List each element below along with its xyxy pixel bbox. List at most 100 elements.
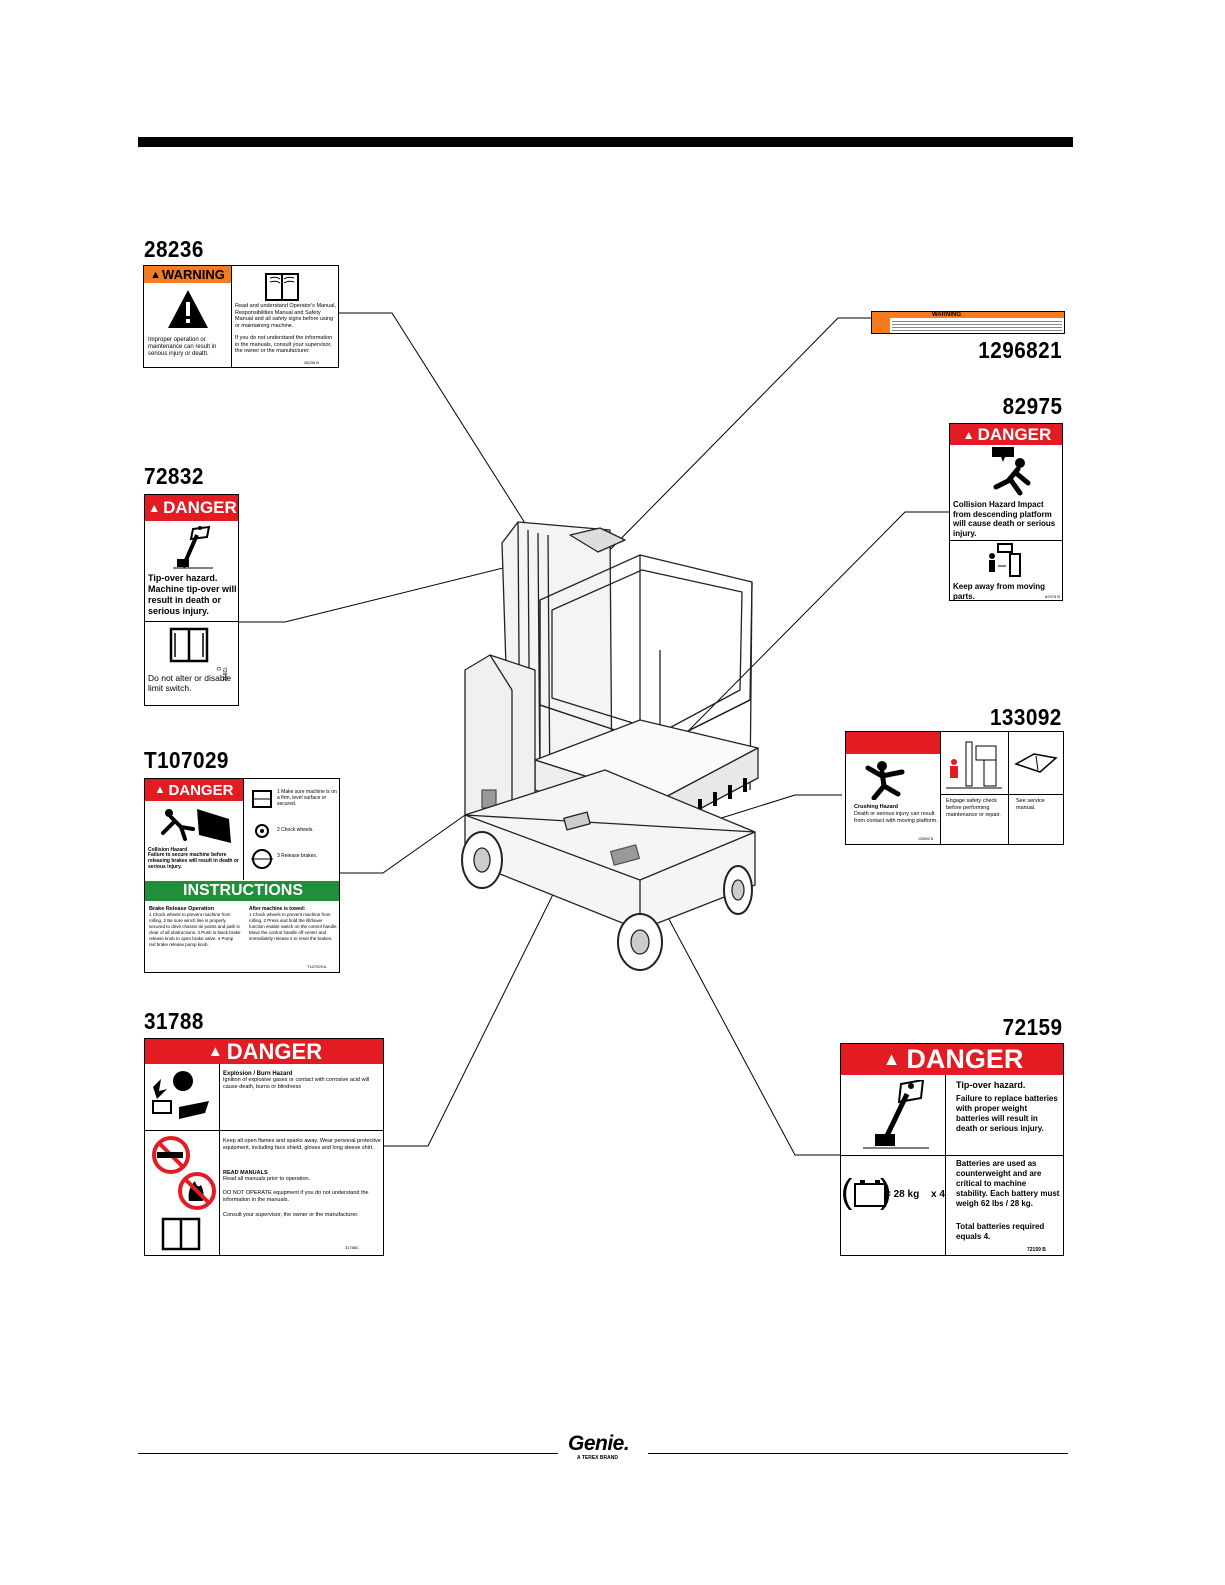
decal-72832: ▲DANGER Tip-over hazard. Machine tip-ove…: [144, 494, 239, 706]
leader-72832: [238, 564, 516, 623]
leader-31788: [383, 829, 586, 1147]
part-number-82975: 82975: [1002, 393, 1062, 419]
decal-text: Engage safety check before performing ma…: [946, 798, 1001, 818]
decal-82975: ▲DANGER Collision Hazard Impact from des…: [949, 423, 1063, 601]
warning-triangle-icon: ▲: [148, 501, 161, 515]
warning-triangle-icon: ▲: [150, 268, 162, 281]
crushing-icon: [865, 761, 905, 800]
book-icon: [265, 273, 299, 301]
decal-text: Collision Hazard Impact from descending …: [953, 500, 1056, 538]
leader-T107029: [340, 807, 476, 874]
step-1: 1 Make sure machine is on a firm, level …: [277, 789, 337, 807]
no-smoking-icon: [152, 1136, 190, 1174]
decal-text: Failure to secure machine before releasi…: [148, 852, 239, 870]
decal-title: Brake Release Operation: [149, 906, 215, 912]
battery-weight: = 28 kg: [885, 1189, 920, 1200]
decal-text: Keep all open flames and sparks away. We…: [223, 1138, 381, 1151]
collision-icon: [161, 809, 231, 843]
moving-parts-icon: [989, 543, 1021, 577]
decal-code: 72159 B: [1027, 1247, 1046, 1253]
part-number-28236: 28236: [144, 236, 204, 262]
battery-bracket: (: [841, 1173, 853, 1211]
decal-text: Batteries are used as counterweight and …: [956, 1159, 1060, 1208]
part-number-72832: 72832: [144, 463, 204, 489]
decal-title: Explosion / Burn Hazard: [223, 1071, 293, 1077]
decal-72159: ▲DANGER Tip-over hazard. Failure to repl…: [840, 1043, 1064, 1256]
part-number-31788: 31788: [144, 1008, 204, 1034]
decal-code: 31788C: [345, 1245, 360, 1250]
footer-rule-left: [138, 1453, 558, 1454]
decal-text: See service manual.: [1016, 798, 1045, 811]
warning-triangle-icon: ▲: [207, 1043, 223, 1060]
step-2: 2 Chock wheels.: [277, 827, 314, 833]
warning-header: WARNING: [932, 312, 961, 318]
decal-28236: ▲WARNING Improper operation or maintenan…: [143, 265, 339, 368]
footer-rule-right: [648, 1453, 1068, 1454]
decal-text: Tip-over hazard. Machine tip-over will r…: [148, 573, 237, 616]
leader-28236: [339, 312, 581, 611]
terex-tagline: A TEREX BRAND: [577, 1455, 618, 1461]
decal-133092: Crushing Hazard Death or serious injury …: [845, 731, 1064, 845]
warning-triangle-icon: ▲: [962, 427, 975, 442]
decal-text: Keep away from moving parts.: [953, 582, 1046, 601]
decal-code: 72832 D: [215, 667, 227, 681]
safety-check-icon: [946, 741, 1002, 789]
warning-triangle-icon: [168, 290, 208, 328]
decal-text: Total batteries required equals 4.: [956, 1222, 1045, 1241]
brake-release-icons: [251, 790, 273, 869]
decal-text: Ignition of explosive gases or contact w…: [223, 1077, 370, 1090]
decal-code: 28236 B: [304, 360, 319, 365]
decal-code: 133092 B: [918, 837, 933, 841]
header-rule: [138, 137, 1073, 147]
book-icon: [1014, 753, 1058, 773]
book-icon: [161, 1217, 201, 1251]
decal-title: READ MANUALS: [223, 1170, 268, 1176]
danger-header: ▲DANGER: [145, 1039, 383, 1064]
battery-bracket: ): [880, 1173, 892, 1211]
tipover-icon: [173, 525, 213, 569]
decal-text: Read and understand Operator's Manual, R…: [235, 303, 337, 329]
decal-1296821: WARNING: [871, 311, 1065, 334]
decal-text: If you do not understand the information…: [235, 335, 333, 354]
danger-header: ▲DANGER: [145, 495, 238, 521]
step-3: 3 Release brakes.: [277, 853, 318, 859]
decal-title: After machine is towed:: [249, 906, 306, 912]
decal-text: Read all manuals prior to operation.: [223, 1176, 311, 1182]
decal-title: Crushing Hazard: [854, 804, 899, 810]
decal-text: 1 Chock wheels to prevent machine from r…: [149, 912, 241, 947]
battery-count: x 4: [931, 1189, 945, 1200]
battery-icon: [854, 1180, 886, 1207]
decal-title: Collision Hazard: [148, 847, 188, 853]
explosion-icon: [152, 1071, 209, 1119]
danger-header: ▲DANGER: [145, 779, 243, 801]
danger-header: [846, 732, 940, 754]
decal-text: Death or serious injury can result from …: [854, 811, 938, 824]
decal-text: Failure to replace batteries with proper…: [956, 1094, 1058, 1133]
instructions-header: INSTRUCTIONS: [145, 881, 339, 901]
decal-text: 1 Chock wheels to prevent machine from r…: [249, 912, 338, 941]
leader-72159: [639, 864, 840, 1156]
warning-header: ▲WARNING: [144, 266, 231, 283]
danger-header: ▲DANGER: [950, 424, 1062, 445]
decal-text: Do not alter or disable limit switch.: [148, 673, 232, 693]
decal-text: Improper operation or maintenance can re…: [148, 337, 217, 357]
warning-triangle-icon: ▲: [882, 1049, 901, 1069]
leader-1296821: [599, 317, 872, 561]
decal-code: 82975 B: [1045, 594, 1060, 599]
fire-icon: [178, 1172, 216, 1210]
decal-T107029: ▲DANGER Collision Hazard Failure to secu…: [144, 778, 340, 973]
decal-31788: ▲DANGER Explosion / Burn Hazard Ignition…: [144, 1038, 384, 1256]
part-number-1296821: 1296821: [978, 337, 1062, 363]
collision-icon: [992, 447, 1031, 496]
danger-header: ▲DANGER: [841, 1044, 1063, 1075]
decal-text: Consult your supervisor, the owner or th…: [223, 1212, 359, 1218]
part-number-72159: 72159: [1002, 1014, 1062, 1040]
leader-82975: [609, 511, 950, 811]
tipover-icon: [863, 1080, 929, 1149]
book-icon: [169, 627, 209, 663]
genie-logo: Genie.: [568, 1432, 630, 1455]
decal-code: T107029 A: [307, 964, 327, 969]
decal-text: DO NOT OPERATE equipment if you do not u…: [223, 1190, 369, 1203]
part-number-T107029: T107029: [144, 747, 229, 773]
